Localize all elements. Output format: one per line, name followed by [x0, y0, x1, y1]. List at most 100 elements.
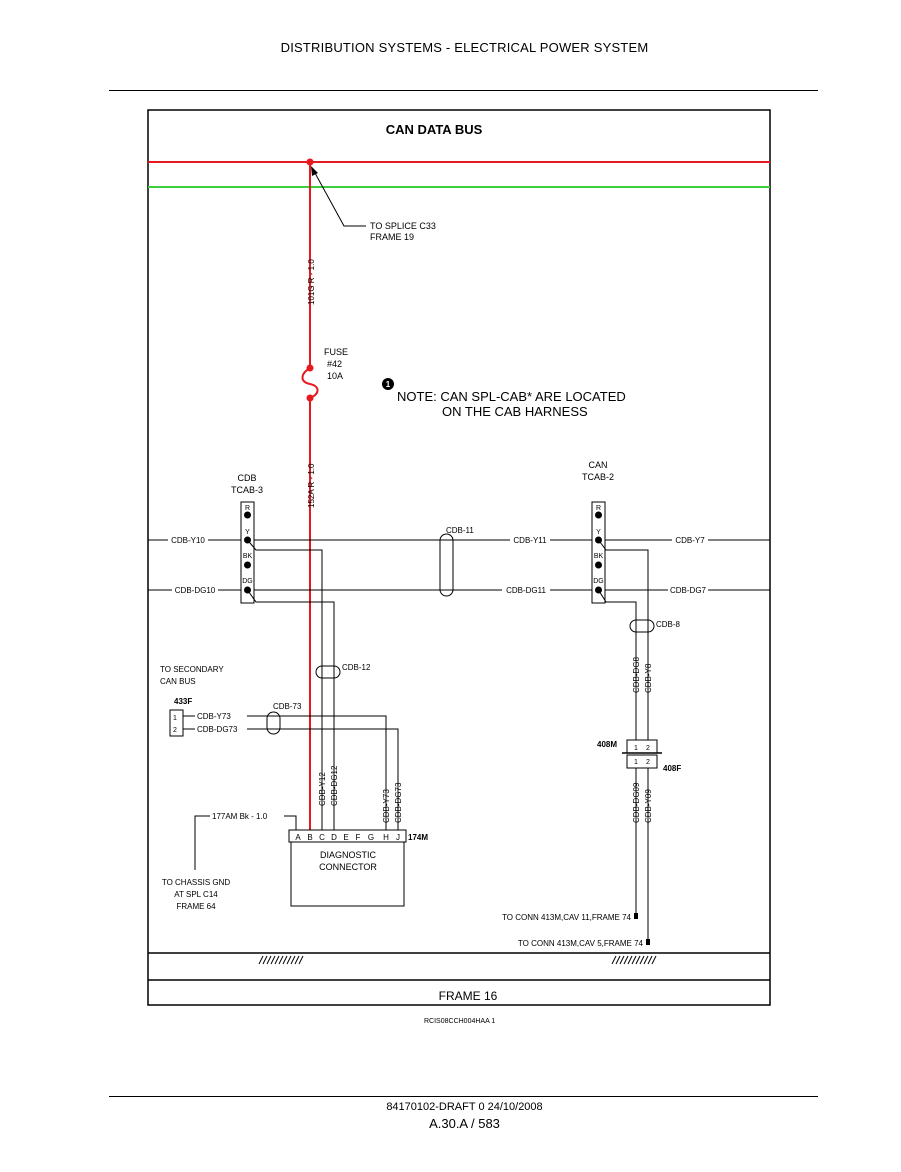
twist-cdb73 [266, 711, 281, 735]
twist-cdb12 [315, 665, 341, 679]
wire-label-dg8: CDB-DG8 [632, 656, 641, 693]
conn-408m-body [626, 739, 658, 754]
conn-408f-body [626, 754, 658, 769]
right-pin-r [595, 511, 602, 519]
fuse-label-3: 10A [327, 371, 343, 381]
left-pin-bk [244, 561, 251, 569]
footer-doc-id: 84170102-DRAFT 0 24/10/2008 [386, 1101, 543, 1113]
diag-pin-a: A [295, 833, 301, 842]
right-pin-r-label: R [596, 505, 601, 512]
hatch-left [258, 955, 304, 965]
wire-label-dg10: CDB-DG10 [175, 586, 216, 595]
conn-408m-pin2: 2 [646, 745, 650, 752]
wire-label-dg11: CDB-DG11 [506, 586, 546, 595]
right-connector-title-2: TCAB-2 [582, 472, 614, 482]
conn-408f-pin1: 1 [634, 759, 638, 766]
diag-pin-c: C [319, 833, 325, 842]
note-line1: NOTE: CAN SPL-CAB* ARE LOCATED [397, 389, 626, 404]
chassis-gnd-line2: AT SPL C14 [174, 890, 218, 899]
twist-cdb73-label: CDB-73 [273, 702, 302, 711]
splice-leader [314, 172, 366, 227]
right-pin-y-label: Y [596, 529, 601, 536]
right-branch-wires [598, 539, 649, 942]
secondary-line2: CAN BUS [160, 677, 196, 686]
note-line2: ON THE CAB HARNESS [442, 404, 588, 419]
right-connector-body [591, 501, 606, 604]
footer-page-number: A.30.A / 583 [429, 1116, 500, 1131]
note-marker-number: 1 [386, 380, 391, 389]
conn-408f-label: 408F [663, 764, 681, 773]
wire-label-y10: CDB-Y10 [171, 536, 205, 545]
fuse-label-2: #42 [327, 359, 342, 369]
wire-label-dg73: CDB-DG73 [394, 782, 403, 823]
diag-connector-label: 174M [408, 833, 428, 842]
right-pin-bk [595, 561, 602, 569]
header-rule [109, 90, 818, 91]
splice-ref-line2: FRAME 19 [370, 232, 414, 242]
hatch-right [611, 955, 657, 965]
diag-pin-b: B [307, 833, 312, 842]
diag-connector-name-1: DIAGNOSTIC [320, 850, 377, 860]
fuse-label-1: FUSE [324, 347, 348, 357]
left-connector-title-2: TCAB-3 [231, 485, 263, 495]
wire-label-dg09: CDB-DG09 [632, 782, 641, 823]
conn-408m-label: 408M [597, 740, 617, 749]
gnd-wire-right [284, 815, 297, 832]
conn-433f-body [169, 709, 184, 737]
right-pin-dg-label: DG [593, 578, 604, 585]
conn-433f-label: 433F [174, 697, 192, 706]
conn-433f-pin2: 2 [173, 727, 177, 734]
footer-rule [109, 1096, 818, 1097]
gnd-wire-label: 177AM Bk - 1.0 [212, 812, 268, 821]
diagram-title: CAN DATA BUS [386, 122, 483, 137]
gnd-wire-left [194, 815, 210, 870]
chassis-gnd-line1: TO CHASSIS GND [162, 878, 231, 887]
splice-arrowhead [311, 166, 318, 176]
wire-label-y12: CDB-Y12 [318, 772, 327, 806]
fuse-symbol [301, 367, 319, 399]
wire-label-y73: CDB-Y73 [382, 789, 391, 823]
right-connector-title-1: CAN [588, 460, 607, 470]
wire-label-y8: CDB-Y8 [644, 663, 653, 693]
wire-label-y7: CDB-Y7 [675, 536, 705, 545]
splice-ref-line1: TO SPLICE C33 [370, 221, 436, 231]
twist-cdb8-label: CDB-8 [656, 620, 681, 629]
wire-label-y11: CDB-Y11 [513, 536, 547, 545]
right-pin-bk-label: BK [594, 553, 604, 560]
wire-label-y09: CDB-Y09 [644, 789, 653, 823]
diagram-frame [147, 109, 771, 1006]
wire-label-y73-h: CDB-Y73 [197, 712, 231, 721]
diag-pin-h: H [383, 833, 389, 842]
twist-cdb11 [439, 533, 454, 597]
left-pin-y-label: Y [245, 529, 250, 536]
diag-pin-e: E [343, 833, 348, 842]
wire-label-dg12: CDB-DG12 [330, 765, 339, 806]
chassis-gnd-line3: FRAME 64 [176, 902, 216, 911]
left-connector-body [240, 501, 255, 604]
note-marker [382, 378, 394, 390]
wire-label-dg7: CDB-DG7 [670, 586, 707, 595]
left-pin-r-label: R [245, 505, 250, 512]
conn-433f-pin1: 1 [173, 715, 177, 722]
conn-ref-2: TO CONN 413M,CAV 5,FRAME 74 [518, 939, 644, 948]
diag-pin-j: J [396, 833, 400, 842]
diag-pin-d: D [331, 833, 337, 842]
bus-wires [148, 539, 770, 591]
twist-cdb12-label: CDB-12 [342, 663, 371, 672]
twist-cdb11-label: CDB-11 [446, 526, 474, 535]
conn-ref-1: TO CONN 413M,CAV 11,FRAME 74 [502, 913, 631, 922]
wire-152a-label: 152A R - 1.0 [307, 463, 316, 508]
left-branch-wires [247, 539, 399, 832]
secondary-line1: TO SECONDARY [160, 665, 224, 674]
conn-408m-pin1: 1 [634, 745, 638, 752]
diag-connector-name-2: CONNECTOR [319, 862, 377, 872]
left-pin-dg-label: DG [242, 578, 253, 585]
wire-101g-label: 101G R - 1.0 [307, 259, 316, 305]
page-header: DISTRIBUTION SYSTEMS - ELECTRICAL POWER … [280, 40, 649, 55]
frame-label: FRAME 16 [439, 989, 498, 1003]
conn-ref-terminal-1 [634, 913, 638, 919]
diag-pin-g: G [368, 833, 374, 842]
twist-cdb8 [629, 619, 655, 633]
figure-code: RCIS08CCH004HAA 1 [424, 1018, 496, 1025]
